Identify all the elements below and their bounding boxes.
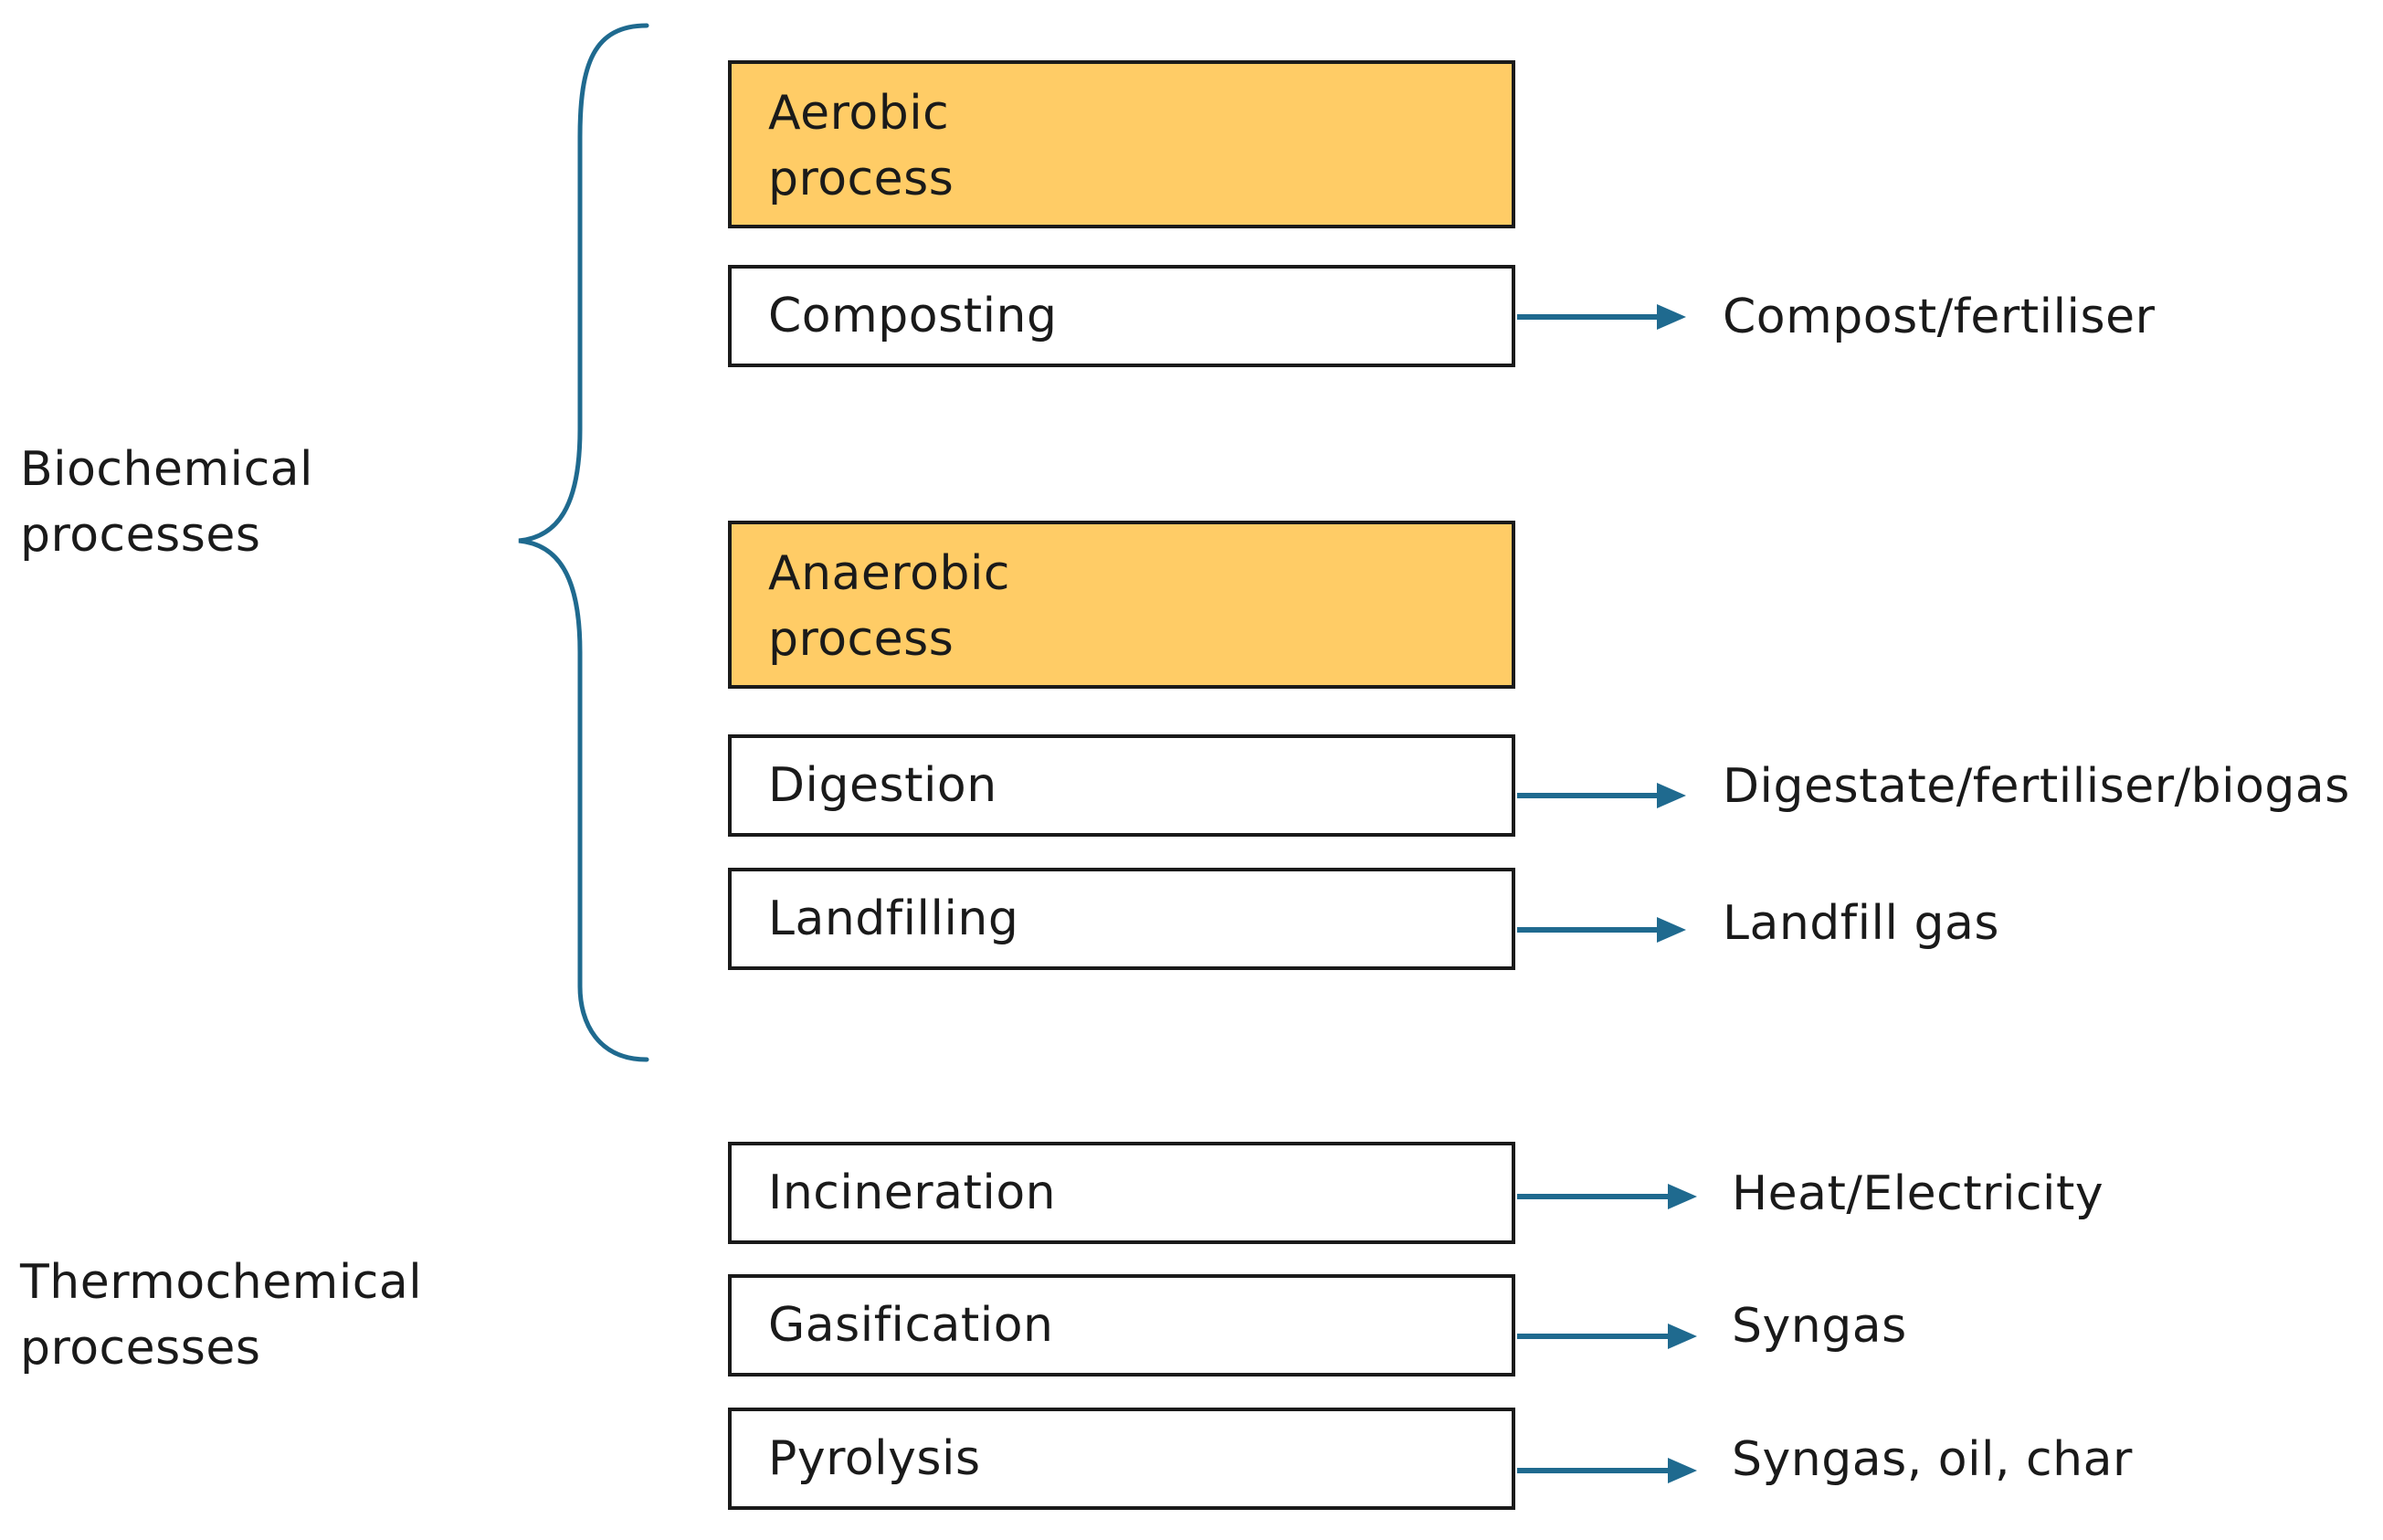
composting-box: Composting (728, 265, 1515, 367)
arrow-pyrolysis (1517, 1458, 1697, 1483)
biochemical-brace (518, 23, 649, 1062)
landfilling-output: Landfill gas (1723, 896, 1999, 951)
thermochemical-processes-label: Thermochemical processes (20, 1255, 423, 1376)
aerobic-process-label: Aerobic process (768, 86, 954, 206)
composting-label: Composting (768, 289, 1058, 343)
gasification-box: Gasification (728, 1274, 1515, 1377)
digestion-output: Digestate/fertiliser/biogas (1723, 759, 2350, 814)
arrow-gasification (1517, 1324, 1697, 1349)
arrow-composting (1517, 304, 1686, 330)
arrow-digestion (1517, 783, 1686, 808)
aerobic-process-box: Aerobic process (728, 60, 1515, 228)
anaerobic-process-label: Anaerobic process (768, 546, 1010, 667)
incineration-output: Heat/Electricity (1732, 1166, 2104, 1221)
pyrolysis-label: Pyrolysis (768, 1431, 981, 1486)
incineration-box: Incineration (728, 1142, 1515, 1244)
landfilling-label: Landfilling (768, 891, 1019, 946)
arrow-landfilling (1517, 917, 1686, 943)
biochemical-processes-label: Biochemical processes (20, 442, 313, 563)
digestion-label: Digestion (768, 758, 997, 813)
incineration-label: Incineration (768, 1166, 1057, 1220)
digestion-box: Digestion (728, 734, 1515, 837)
landfilling-box: Landfilling (728, 868, 1515, 970)
composting-output: Compost/fertiliser (1723, 290, 2156, 344)
anaerobic-process-box: Anaerobic process (728, 521, 1515, 689)
arrow-incineration (1517, 1184, 1697, 1209)
pyrolysis-output: Syngas, oil, char (1732, 1432, 2133, 1487)
pyrolysis-box: Pyrolysis (728, 1408, 1515, 1510)
gasification-output: Syngas (1732, 1299, 1907, 1354)
gasification-label: Gasification (768, 1298, 1054, 1353)
